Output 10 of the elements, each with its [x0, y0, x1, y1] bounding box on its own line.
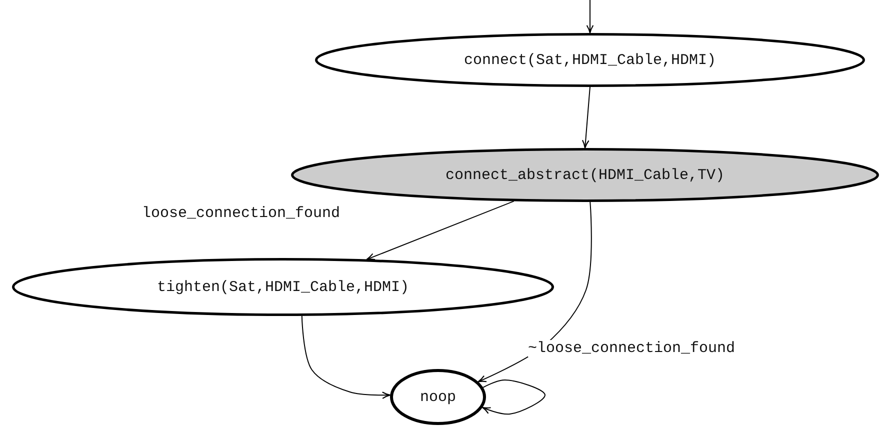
- edge-label: loose_connection_found: [142, 205, 340, 222]
- state-label: connect(Sat,HDMI_Cable,HDMI): [464, 52, 716, 68]
- state-label: noop: [420, 388, 456, 406]
- edge-label: ~loose_connection_found: [528, 340, 736, 357]
- state-ellipse: [390, 369, 486, 425]
- state-ellipse: [291, 148, 879, 202]
- state-label: tighten(Sat,HDMI_Cable,HDMI): [156, 278, 410, 296]
- state-ellipse: [12, 258, 554, 316]
- state-ellipse: [315, 33, 865, 87]
- state-label: connect_abstract(HDMI_Cable,TV): [445, 166, 725, 184]
